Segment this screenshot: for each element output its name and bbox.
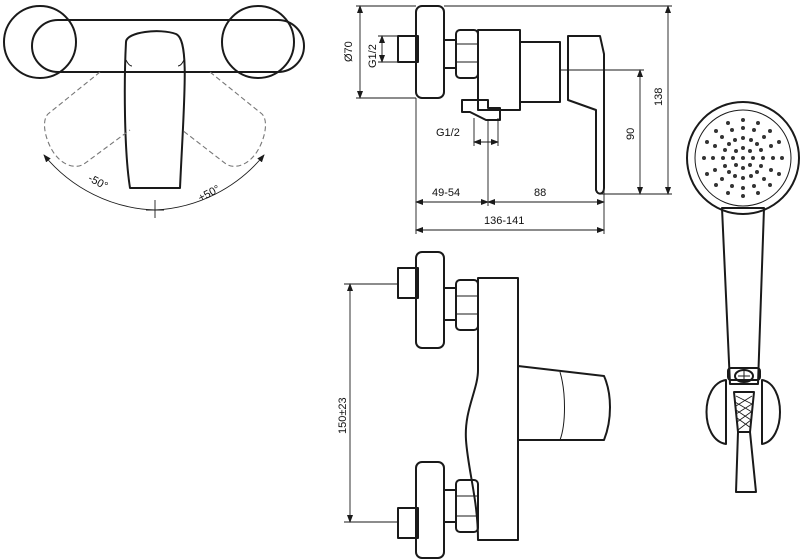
shower-head	[686, 101, 800, 215]
body-side	[477, 29, 561, 111]
shower-hose	[733, 391, 757, 493]
dim-depth-total-label: 136-141	[484, 215, 524, 227]
wall-flange-right	[221, 5, 295, 79]
dim-diameter-label: Ø70	[343, 41, 355, 62]
angle-left-label: -50°	[86, 172, 110, 192]
top-view: -50° +50°	[3, 5, 305, 218]
wall-flange-left	[3, 5, 77, 79]
angle-right-label: +50°	[196, 183, 222, 204]
handle-ghost-left	[43, 71, 131, 167]
handle-front	[517, 365, 611, 441]
flange-lower-front	[397, 461, 479, 559]
wall-flange-side	[415, 5, 445, 99]
dim-thread-top-label: G1/2	[367, 44, 379, 68]
outlet-side	[461, 99, 501, 121]
dim-height-handle-label: 90	[625, 128, 637, 140]
dim-depth-body-label: 88	[534, 187, 546, 199]
mixer-body-top	[31, 19, 305, 73]
dim-depth-wall-label: 49-54	[432, 187, 460, 199]
brand-logo	[734, 369, 754, 383]
body-front	[464, 277, 519, 541]
hand-shower	[686, 101, 800, 493]
inlet-pipe-side	[397, 35, 419, 63]
handle-ghost-right	[181, 71, 267, 167]
shower-handle	[721, 207, 765, 385]
handle-top	[123, 30, 186, 189]
flange-upper-front	[397, 251, 479, 349]
angle-arc	[43, 154, 265, 218]
spray-nozzles	[702, 118, 784, 198]
handle-side	[567, 35, 605, 195]
side-view: Ø70 G1/2 138 90 G1/2 49-54 88 136-141	[343, 5, 672, 234]
dim-center-distance-label: 150±23	[337, 397, 349, 434]
dim-height-total-label: 138	[653, 88, 665, 106]
dim-thread-bottom-label: G1/2	[436, 127, 460, 139]
front-view: 150±23	[337, 251, 611, 559]
nut-side	[455, 29, 479, 79]
